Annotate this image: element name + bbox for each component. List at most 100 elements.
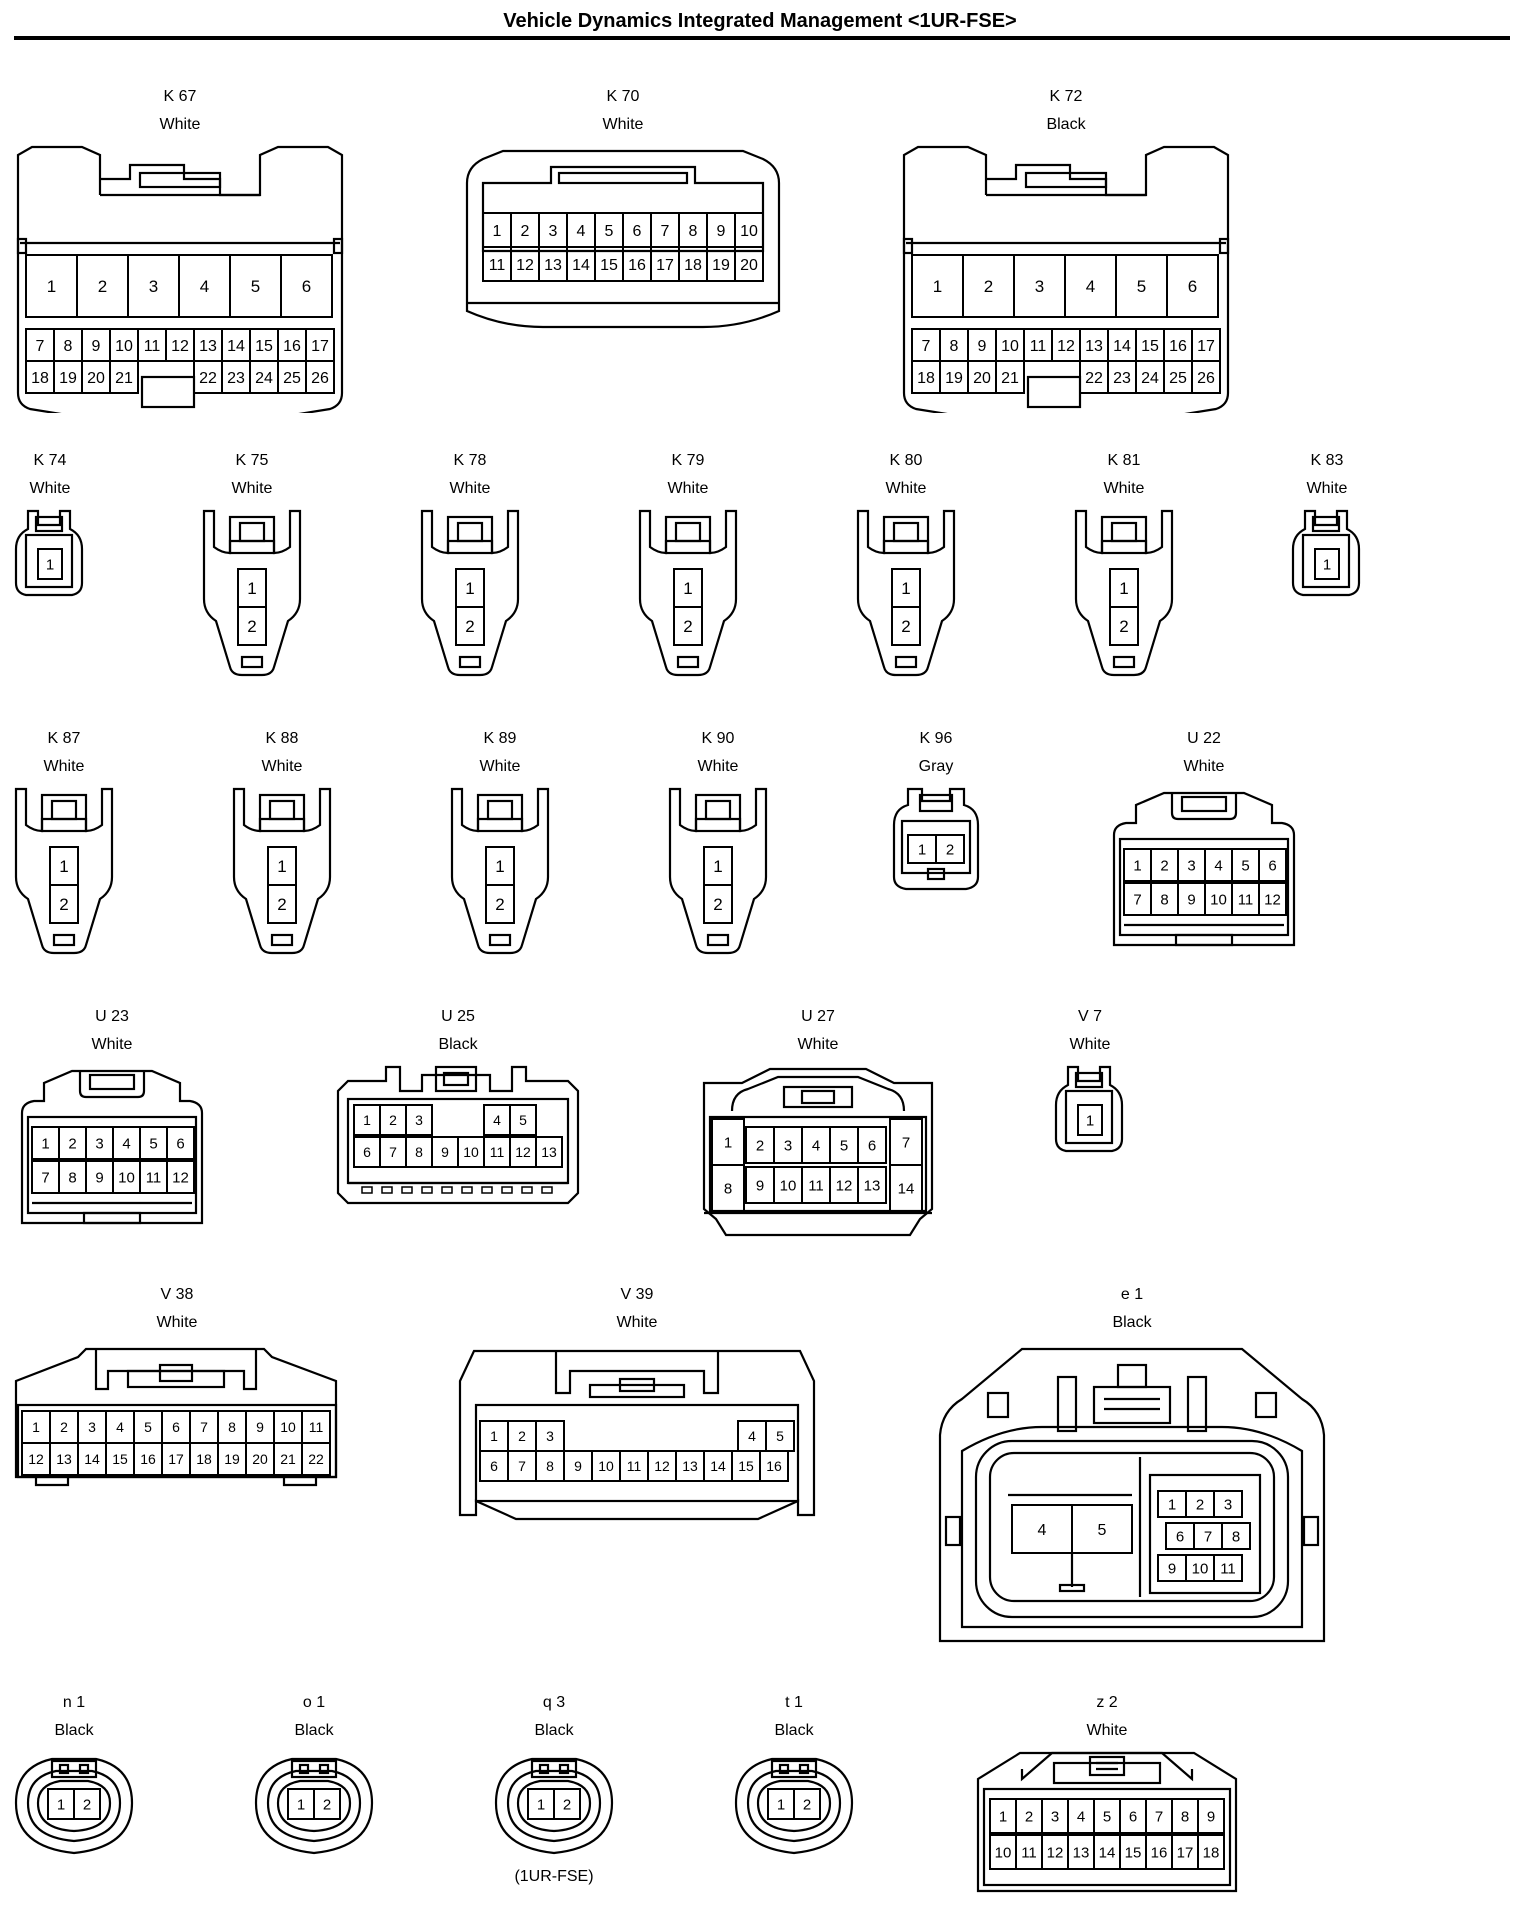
- pin-number: 9: [441, 1144, 449, 1160]
- pin-number: 12: [1264, 891, 1281, 908]
- pin-number: 12: [171, 338, 189, 355]
- pin-number: 6: [868, 1137, 876, 1154]
- pin-number: 14: [898, 1180, 915, 1197]
- pin-number: 1: [41, 1135, 49, 1152]
- pin-number: 7: [661, 223, 670, 240]
- connector-color: White: [1183, 758, 1225, 775]
- pin-number: 6: [363, 1144, 371, 1160]
- pin-number: 22: [308, 1451, 324, 1467]
- pin-number: 8: [228, 1419, 236, 1435]
- pin-number: 3: [149, 277, 158, 296]
- pin-number: 1: [777, 1796, 785, 1813]
- pin-number: 9: [1207, 1808, 1215, 1825]
- pin-number: 4: [200, 277, 209, 296]
- pin-number: 2: [756, 1137, 764, 1154]
- pin-number: 6: [633, 223, 642, 240]
- pin-number: 20: [973, 370, 991, 387]
- pin-number: 17: [311, 338, 329, 355]
- pin-number: 7: [1133, 891, 1141, 908]
- connector-color: Black: [438, 1036, 478, 1053]
- pin-number: 10: [1192, 1560, 1209, 1577]
- pin-number: 3: [415, 1112, 423, 1128]
- pin-number: 15: [112, 1451, 128, 1467]
- pin-number: 9: [256, 1419, 264, 1435]
- pin-number: 7: [922, 338, 931, 355]
- pin-number: 2: [683, 617, 692, 636]
- connector-color: White: [667, 480, 709, 497]
- pin-number: 14: [1113, 338, 1131, 355]
- pin-number: 1: [277, 857, 286, 876]
- pin-number: 1: [1086, 1112, 1094, 1129]
- pin-number: 13: [56, 1451, 72, 1467]
- pin-number: 2: [495, 895, 504, 914]
- connector-color: White: [697, 758, 739, 775]
- pin-number: 8: [1232, 1528, 1240, 1545]
- connector-id: K 87: [47, 730, 81, 747]
- pin-number: 7: [41, 1169, 49, 1186]
- connector-color: White: [91, 1036, 133, 1053]
- connector-color: Black: [774, 1722, 814, 1739]
- connector-color: White: [43, 758, 85, 775]
- pin-number: 11: [1021, 1844, 1037, 1861]
- pin-number: 4: [1077, 1808, 1085, 1825]
- pin-number: 2: [984, 277, 993, 296]
- pin-number: 23: [1113, 370, 1131, 387]
- pin-number: 12: [516, 257, 534, 274]
- pin-number: 2: [563, 1796, 571, 1813]
- pin-number: 11: [627, 1458, 642, 1474]
- pin-number: 8: [415, 1144, 423, 1160]
- pin-number: 7: [1204, 1528, 1212, 1545]
- pin-number: 4: [493, 1112, 501, 1128]
- pin-number: 11: [808, 1177, 824, 1194]
- connector-id: K 90: [701, 730, 735, 747]
- connector-color: White: [616, 1314, 658, 1331]
- pin-number: 6: [1129, 1808, 1137, 1825]
- connector-id: t 1: [785, 1694, 803, 1711]
- connector-color: White: [449, 480, 491, 497]
- pin-number: 11: [489, 257, 506, 274]
- connector-id: K 67: [163, 88, 197, 105]
- pin-number: 14: [572, 257, 590, 274]
- connector-drawing: 12: [14, 787, 114, 955]
- pin-number: 1: [47, 277, 56, 296]
- pin-number: 17: [1177, 1844, 1194, 1861]
- pin-number: 1: [1323, 556, 1331, 573]
- pin-number: 23: [227, 370, 245, 387]
- pin-number: 8: [1181, 1808, 1189, 1825]
- pin-number: 6: [1268, 857, 1276, 874]
- pin-number: 2: [465, 617, 474, 636]
- pin-number: 25: [1169, 370, 1187, 387]
- pin-number: 4: [748, 1428, 756, 1444]
- connector-id: e 1: [1120, 1286, 1144, 1303]
- connector-color: Black: [1046, 116, 1086, 133]
- pin-number: 14: [1099, 1844, 1116, 1861]
- pin-number: 12: [172, 1169, 189, 1186]
- pin-number: 2: [901, 617, 910, 636]
- pin-number: 14: [84, 1451, 100, 1467]
- pin-number: 24: [1141, 370, 1159, 387]
- pin-number: 18: [196, 1451, 212, 1467]
- pin-number: 17: [656, 257, 674, 274]
- pin-number: 5: [840, 1137, 848, 1154]
- pin-number: 19: [712, 257, 730, 274]
- connector-drawing: 12: [450, 787, 550, 955]
- pin-number: 1: [46, 556, 54, 573]
- connector-drawing: 1: [1054, 1065, 1124, 1153]
- pin-number: 16: [1151, 1844, 1168, 1861]
- pin-number: 11: [144, 338, 161, 355]
